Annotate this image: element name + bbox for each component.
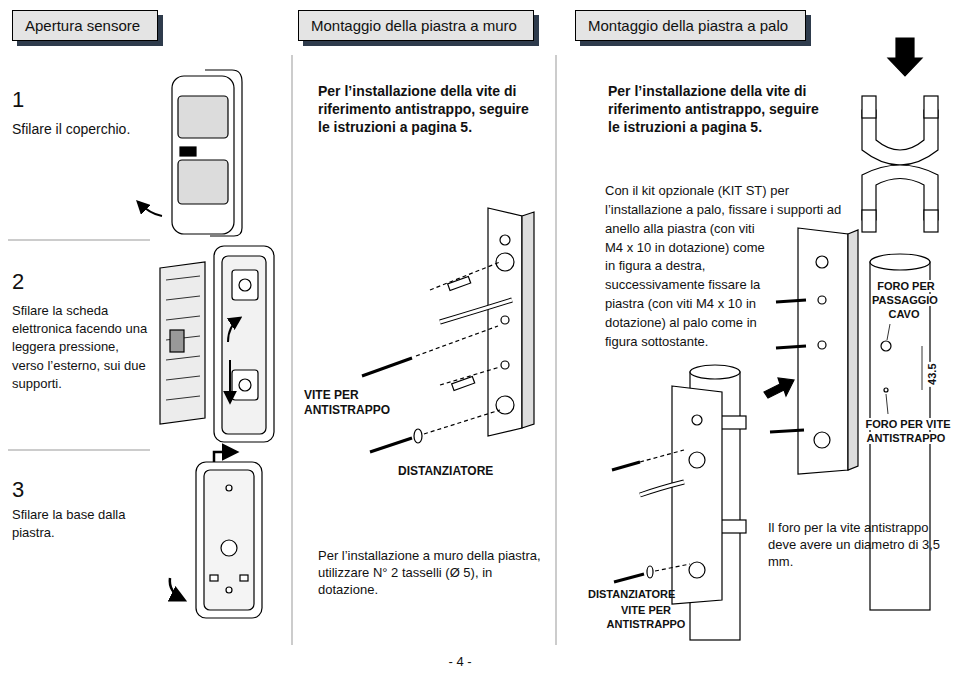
header-text: Montaggio della piastra a muro bbox=[311, 17, 517, 34]
step-number: 3 bbox=[12, 477, 24, 502]
note: Il foro per la vite antistrappo deve ave… bbox=[768, 520, 940, 569]
step-number-box: 1 bbox=[12, 86, 24, 115]
note: Per l’installazione a muro della piastra… bbox=[318, 548, 541, 597]
note-box: Per l’installazione della vite di riferi… bbox=[608, 82, 830, 137]
step-text-box: Sfilare il coperchio. bbox=[12, 120, 162, 138]
step-text: Sfilare la base dalla piastra. bbox=[12, 507, 125, 540]
part-name-box: VITE PER ANTISTRAPPO bbox=[596, 604, 696, 632]
sensor-closed bbox=[138, 70, 242, 236]
part-name: DISTANZIATORE bbox=[398, 464, 493, 478]
part-name: VITE PER ANTISTRAPPO bbox=[607, 604, 686, 630]
step-number: 2 bbox=[12, 269, 24, 294]
part-name-box: VITE PER ANTISTRAPPO bbox=[304, 388, 404, 418]
header-text: Montaggio della piastra a palo bbox=[588, 17, 788, 34]
dimension-box: 43.5 bbox=[926, 347, 940, 387]
part-name-box: DISTANZIATORE bbox=[588, 588, 708, 602]
page-number-box: - 4 - bbox=[430, 654, 490, 671]
note: Per l’installazione della vite di riferi… bbox=[608, 83, 819, 135]
note-box: Per l’installazione a muro della piastra… bbox=[318, 548, 542, 599]
dimension: 43.5 bbox=[926, 361, 938, 386]
note-box: Il foro per la vite antistrappo deve ave… bbox=[768, 520, 954, 571]
sensor-open bbox=[160, 246, 274, 442]
part-name: FORO PER PASSAGGIO CAVO bbox=[872, 280, 938, 320]
note-box: Per l’installazione della vite di riferi… bbox=[318, 82, 538, 137]
column-rule bbox=[8, 55, 556, 645]
step-number: 1 bbox=[12, 87, 24, 112]
section-header: Montaggio della piastra a palo bbox=[575, 10, 806, 41]
step-text-box: Sfilare la base dalla piastra. bbox=[12, 506, 152, 542]
part-name: FORO PER VITE ANTISTRAPPO bbox=[864, 418, 951, 444]
header-text: Apertura sensore bbox=[25, 17, 140, 34]
note: Per l’installazione della vite di riferi… bbox=[318, 83, 529, 135]
part-name-box: FORO PER PASSAGGIO CAVO bbox=[858, 280, 952, 321]
step-text-box: Sfilare la scheda elettronica facendo un… bbox=[12, 302, 152, 393]
sensor-base bbox=[170, 452, 262, 618]
instruction-text: Con il kit opzionale (KIT ST) per l’inst… bbox=[605, 183, 841, 349]
step-number-box: 3 bbox=[12, 476, 24, 505]
part-name-box: FORO PER VITE ANTISTRAPPO bbox=[860, 418, 954, 446]
step-number-box: 2 bbox=[12, 268, 24, 297]
step-text: Sfilare la scheda elettronica facendo un… bbox=[12, 303, 147, 391]
instruction-text-box: Con il kit opzionale (KIT ST) per l’inst… bbox=[605, 182, 850, 480]
section-header: Apertura sensore bbox=[12, 10, 158, 41]
section-header: Montaggio della piastra a muro bbox=[298, 10, 534, 41]
part-name: DISTANZIATORE bbox=[588, 588, 675, 600]
part-name-box: DISTANZIATORE bbox=[398, 464, 518, 479]
part-name: VITE PER ANTISTRAPPO bbox=[304, 388, 390, 417]
step-text: Sfilare il coperchio. bbox=[12, 121, 130, 137]
page-number: - 4 - bbox=[448, 654, 471, 669]
